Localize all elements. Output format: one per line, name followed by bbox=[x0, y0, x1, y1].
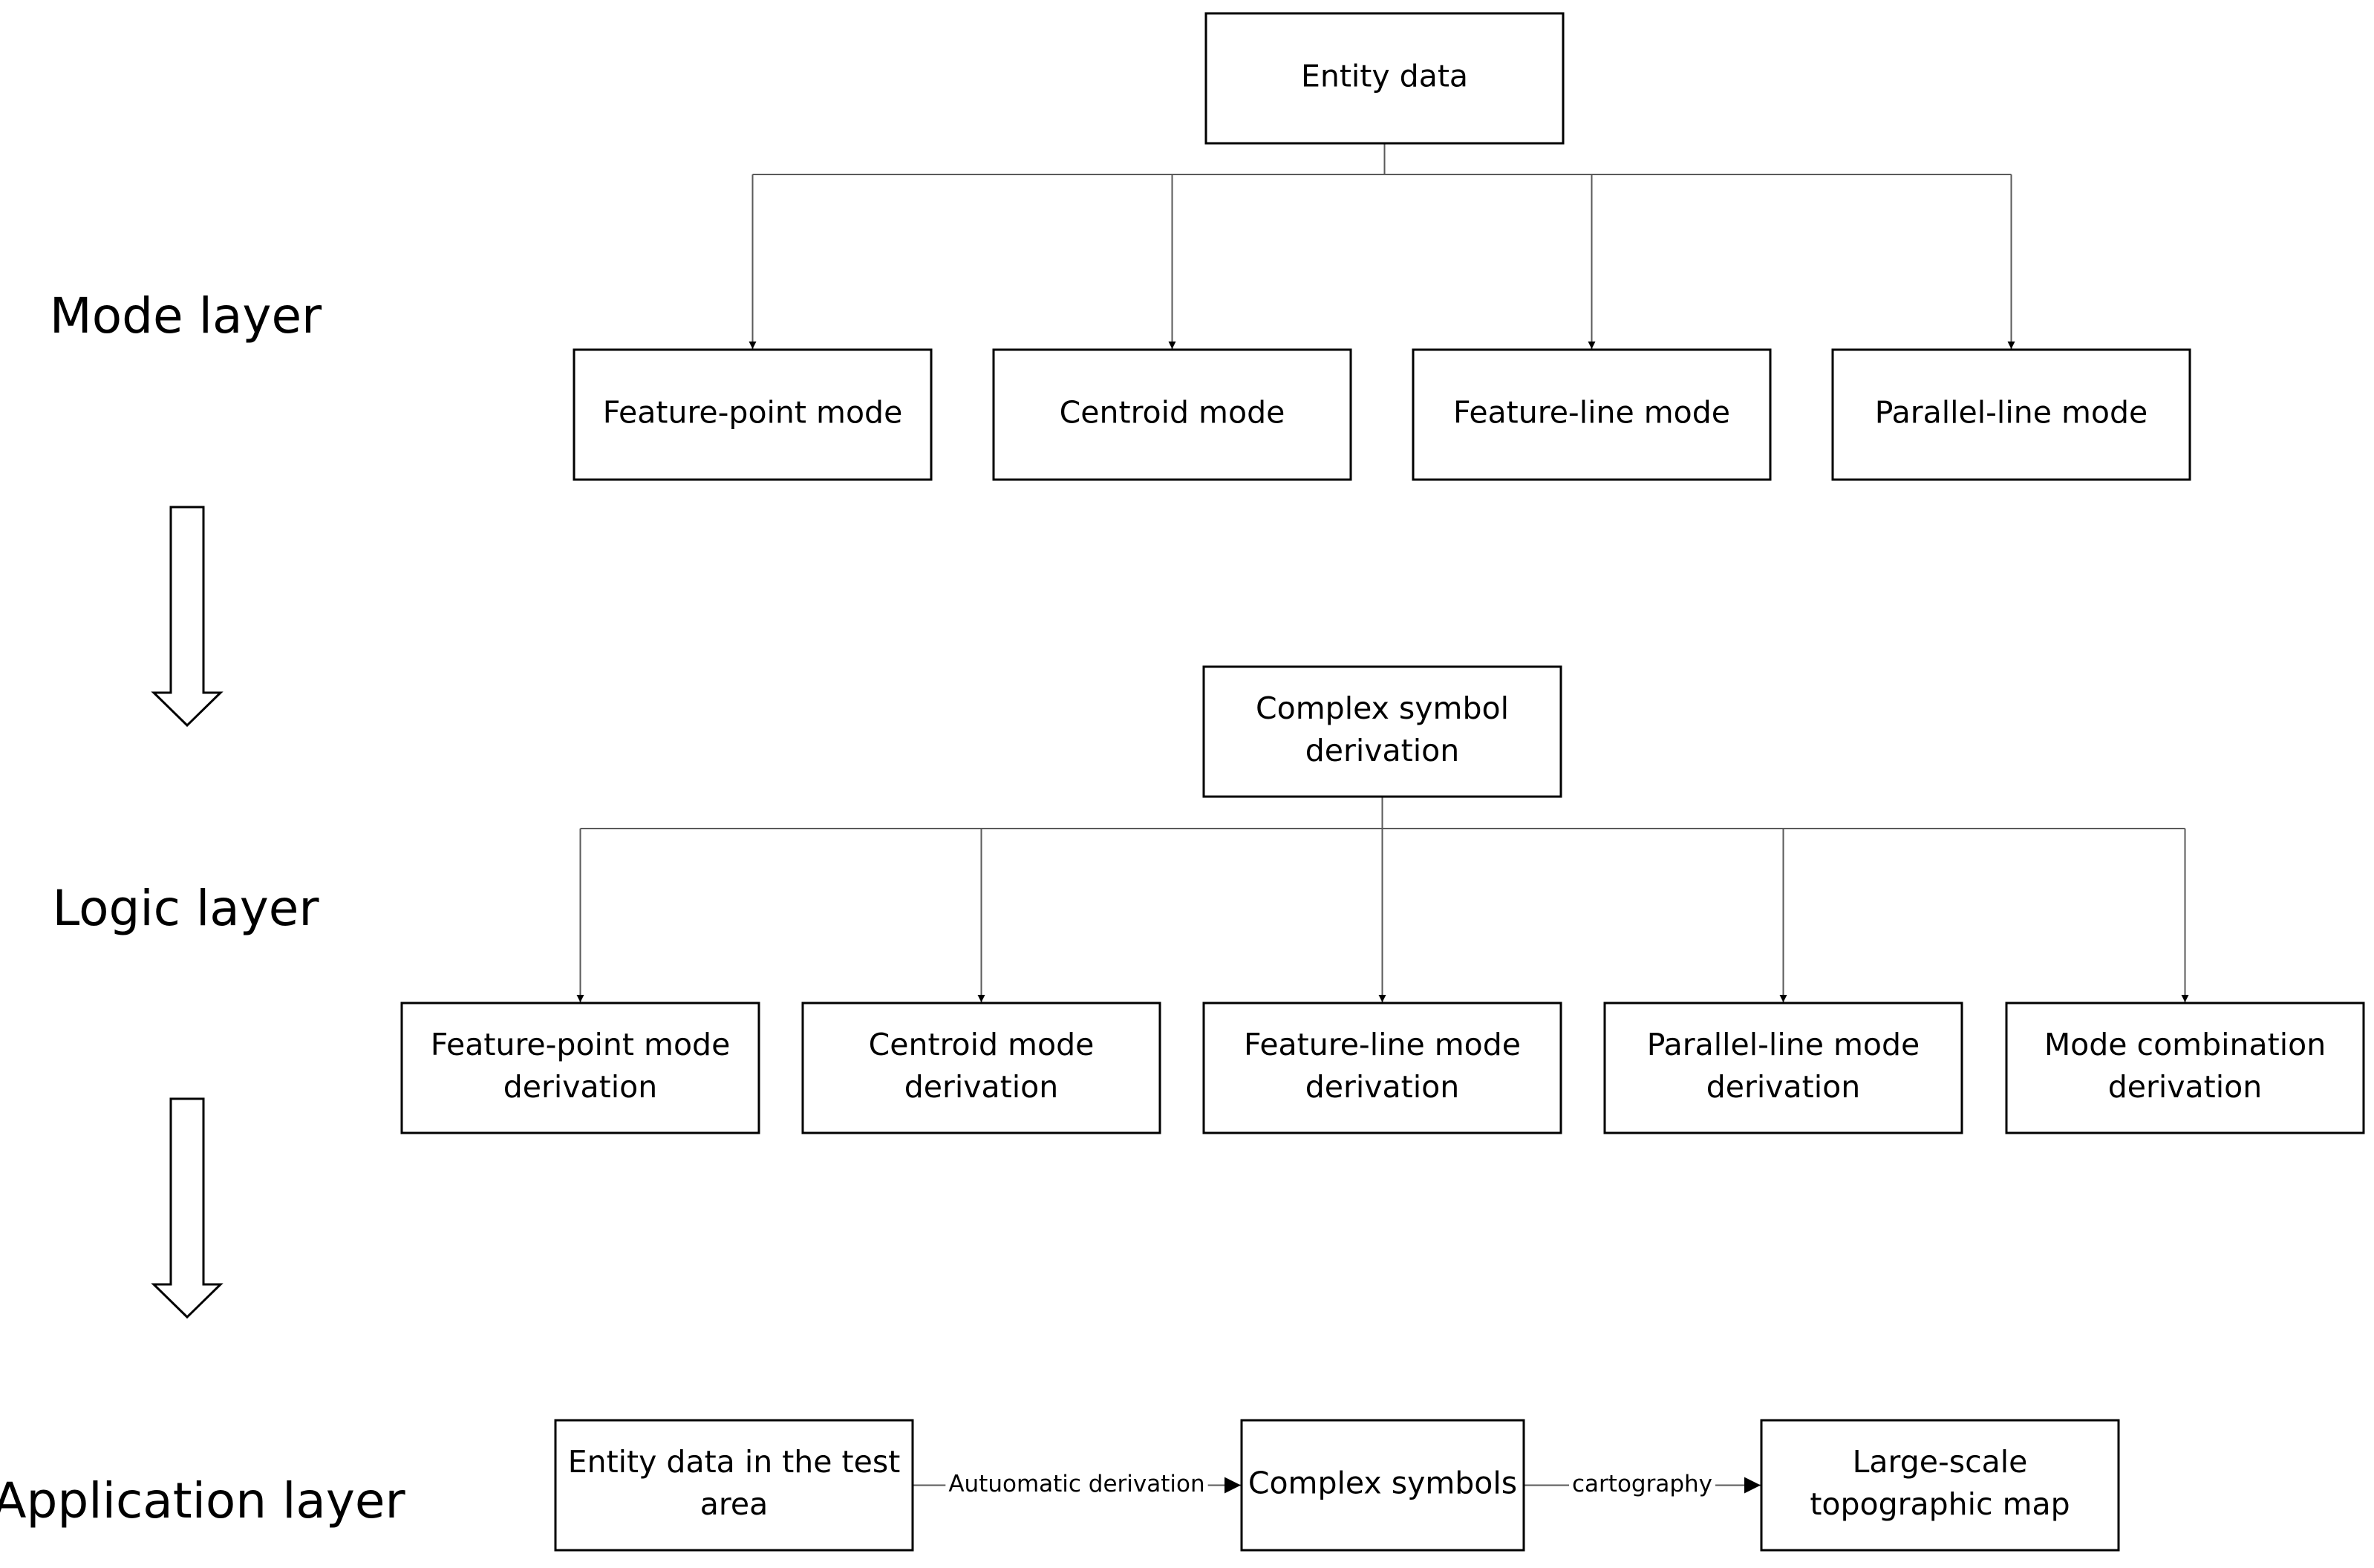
edge-label-background bbox=[1569, 1471, 1715, 1497]
node-label: derivation bbox=[1706, 1069, 1860, 1105]
node-complex-symbol-derivation: Complex symbol derivation bbox=[1202, 665, 1562, 798]
node-box bbox=[1240, 1419, 1525, 1552]
node-label: derivation bbox=[2108, 1069, 2262, 1105]
node-label: derivation bbox=[1305, 733, 1459, 768]
node-label: Parallel-line mode bbox=[1875, 395, 2148, 431]
node-label: Feature-point mode bbox=[603, 395, 903, 431]
node-label: area bbox=[700, 1486, 768, 1522]
node-complex-symbols: Complex symbols bbox=[1240, 1419, 1525, 1552]
node-label: Parallel-line mode bbox=[1647, 1027, 1920, 1062]
node-entity-data: Entity data bbox=[1204, 12, 1565, 145]
node-label: Complex symbol bbox=[1256, 690, 1509, 726]
node-box bbox=[400, 1002, 760, 1134]
node-label: Centroid mode bbox=[1060, 395, 1285, 431]
edge-label: cartography bbox=[1572, 1471, 1712, 1497]
node-parallel-line-mode-derivation: Parallel-line mode derivation bbox=[1603, 1002, 1963, 1134]
node-large-scale-map: Large-scale topographic map bbox=[1760, 1419, 2120, 1552]
node-box bbox=[801, 1002, 1161, 1134]
node-label: Feature-line mode bbox=[1244, 1027, 1521, 1062]
node-label: Feature-line mode bbox=[1453, 395, 1730, 431]
node-label: derivation bbox=[904, 1069, 1058, 1105]
node-centroid-mode-derivation: Centroid mode derivation bbox=[801, 1002, 1161, 1134]
node-label: derivation bbox=[1305, 1069, 1459, 1105]
layer-transition-arrow-mode-to-logic bbox=[151, 506, 224, 728]
node-feature-line-mode: Feature-line mode bbox=[1412, 348, 1772, 481]
node-feature-point-mode: Feature-point mode bbox=[573, 348, 933, 481]
layer-label-application: Application layer bbox=[0, 1472, 406, 1529]
node-box bbox=[2005, 1002, 2365, 1134]
node-label: Centroid mode bbox=[869, 1027, 1095, 1062]
connectors bbox=[576, 143, 2189, 1494]
node-box bbox=[1202, 665, 1562, 798]
node-label: Mode combination bbox=[2044, 1027, 2326, 1062]
node-box bbox=[1831, 348, 2191, 481]
layer-label-logic: Logic layer bbox=[52, 880, 319, 937]
node-label: Large-scale bbox=[1853, 1444, 2028, 1480]
layer-transition-arrow-logic-to-application bbox=[151, 1097, 224, 1319]
node-feature-line-mode-derivation: Feature-line mode derivation bbox=[1202, 1002, 1562, 1134]
node-box bbox=[554, 1419, 914, 1552]
node-box bbox=[1202, 1002, 1562, 1134]
node-centroid-mode: Centroid mode bbox=[992, 348, 1352, 481]
node-box bbox=[1760, 1419, 2120, 1552]
node-box bbox=[1412, 348, 1772, 481]
node-label: Complex symbols bbox=[1248, 1466, 1517, 1501]
node-feature-point-mode-derivation: Feature-point mode derivation bbox=[400, 1002, 760, 1134]
node-entity-data-test-area: Entity data in the test area bbox=[554, 1419, 914, 1552]
node-label: derivation bbox=[503, 1069, 657, 1105]
edge-label-background bbox=[945, 1471, 1208, 1497]
node-mode-combination-derivation: Mode combination derivation bbox=[2005, 1002, 2365, 1134]
node-box bbox=[1204, 12, 1565, 145]
layer-label-mode: Mode layer bbox=[50, 287, 322, 344]
node-label: Feature-point mode bbox=[431, 1027, 731, 1062]
edge-label: Autuomatic derivation bbox=[948, 1471, 1204, 1497]
node-label: topographic map bbox=[1810, 1486, 2070, 1522]
node-box bbox=[992, 348, 1352, 481]
edge-labels: Autuomatic derivation cartography bbox=[945, 1471, 1715, 1497]
node-box bbox=[573, 348, 933, 481]
node-box bbox=[1603, 1002, 1963, 1134]
node-label: Entity data bbox=[1301, 59, 1468, 94]
node-parallel-line-mode: Parallel-line mode bbox=[1831, 348, 2191, 481]
node-label: Entity data in the test bbox=[568, 1444, 901, 1480]
